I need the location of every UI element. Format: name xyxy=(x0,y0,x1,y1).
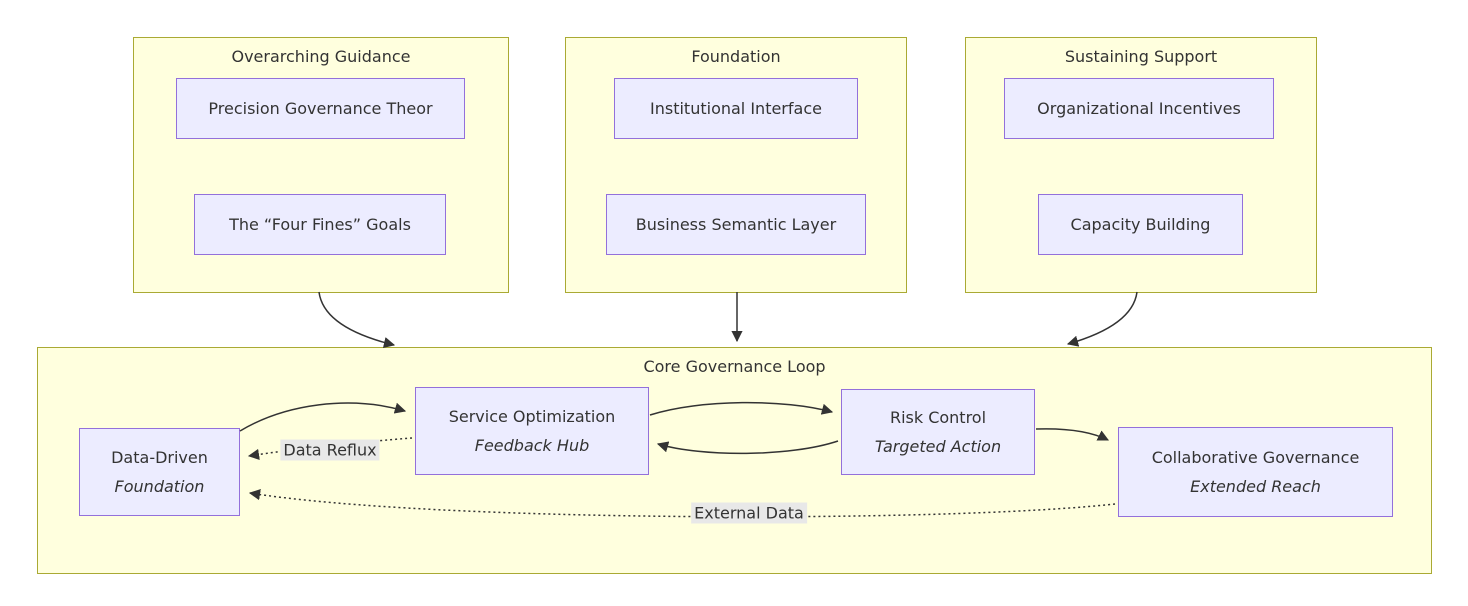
node-label: Capacity Building xyxy=(1070,215,1211,234)
edge-label-data-reflux: Data Reflux xyxy=(280,439,380,461)
cluster-title-core-governance-loop: Core Governance Loop xyxy=(643,357,826,376)
node-label: The “Four Fines” Goals xyxy=(229,215,411,234)
node-label: Service Optimization xyxy=(448,407,616,426)
cluster-sustaining-support: Sustaining Support Organizational Incent… xyxy=(965,37,1317,293)
node-sublabel: Extended Reach xyxy=(1190,477,1321,496)
node-risk-control: Risk Control Targeted Action xyxy=(841,389,1035,475)
node-sublabel: Foundation xyxy=(114,477,205,496)
node-collaborative-governance: Collaborative Governance Extended Reach xyxy=(1118,427,1393,517)
cluster-foundation: Foundation Institutional Interface Busin… xyxy=(565,37,907,293)
edge-sustaining-to-core xyxy=(1066,291,1138,347)
node-label: Precision Governance Theor xyxy=(208,99,433,118)
node-label: Risk Control xyxy=(889,408,987,427)
node-label: Institutional Interface xyxy=(650,99,822,118)
edge-overarching-to-core xyxy=(318,291,396,349)
node-capacity-building: Capacity Building xyxy=(1038,194,1243,255)
node-business-semantic-layer: Business Semantic Layer xyxy=(606,194,866,255)
node-label: Collaborative Governance xyxy=(1151,448,1360,467)
cluster-overarching-guidance: Overarching Guidance Precision Governanc… xyxy=(133,37,509,293)
cluster-core-governance-loop: Core Governance Loop Data-Driven Foundat… xyxy=(37,347,1432,574)
node-precision-governance-theory: Precision Governance Theor xyxy=(176,78,465,139)
node-label: Data-Driven xyxy=(111,448,208,467)
edge-label-external-data: External Data xyxy=(691,502,807,524)
cluster-title-overarching-guidance: Overarching Guidance xyxy=(231,47,411,66)
node-organizational-incentives: Organizational Incentives xyxy=(1004,78,1274,139)
node-sublabel: Feedback Hub xyxy=(474,436,590,455)
cluster-title-sustaining-support: Sustaining Support xyxy=(1064,47,1218,66)
node-label: Business Semantic Layer xyxy=(635,215,837,234)
node-label: Organizational Incentives xyxy=(1037,99,1241,118)
node-four-fines-goals: The “Four Fines” Goals xyxy=(194,194,446,255)
node-data-driven: Data-Driven Foundation xyxy=(79,428,240,516)
node-service-optimization: Service Optimization Feedback Hub xyxy=(415,387,649,475)
node-institutional-interface: Institutional Interface xyxy=(614,78,858,139)
cluster-title-foundation: Foundation xyxy=(691,47,781,66)
node-sublabel: Targeted Action xyxy=(874,437,1002,456)
